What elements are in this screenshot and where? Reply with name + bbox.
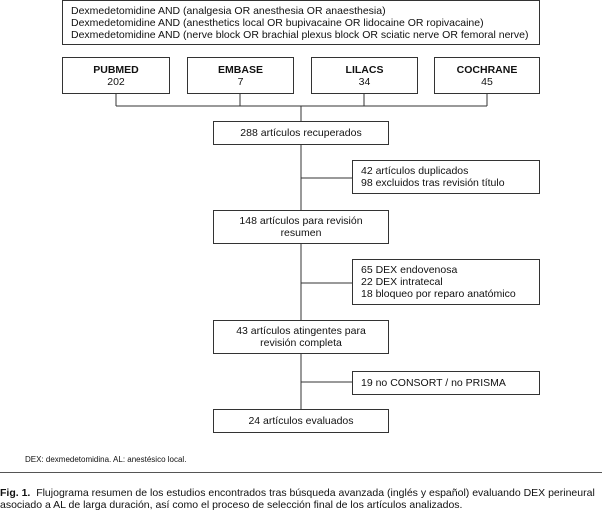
db-name: LILACS <box>345 63 384 76</box>
footnote: DEX: dexmedetomidina. AL: anestésico loc… <box>25 455 187 464</box>
db-name: COCHRANE <box>456 63 518 76</box>
search-terms-box: Dexmedetomidine AND (analgesia OR anesth… <box>62 0 540 45</box>
db-count: 34 <box>358 75 371 88</box>
db-name: EMBASE <box>218 63 263 76</box>
step-evaluated: 24 artículos evaluados <box>213 409 389 433</box>
exclusion-text: 19 no CONSORT / no PRISMA <box>361 377 506 389</box>
exclusion-box-3: 19 no CONSORT / no PRISMA <box>352 371 540 395</box>
exclusion-text: 18 bloqueo por reparo anatómico <box>361 288 516 300</box>
db-name: PUBMED <box>93 63 139 76</box>
exclusion-text: 65 DEX endovenosa <box>361 264 458 276</box>
caption-label: Fig. 1. <box>0 487 31 499</box>
figure-caption: Fig. 1. Flujograma resumen de los estudi… <box>0 487 600 511</box>
search-term: Dexmedetomidine AND (nerve block OR brac… <box>71 28 529 41</box>
db-count: 7 <box>237 75 244 88</box>
step-text: 43 artículos atingentes para <box>236 325 366 337</box>
exclusion-text: 98 excluidos tras revisión título <box>361 177 505 189</box>
db-count: 202 <box>107 75 125 88</box>
step-text: 288 artículos recuperados <box>240 127 362 139</box>
step-text: resumen <box>280 227 322 239</box>
step-text: 148 artículos para revisión <box>239 215 363 227</box>
divider <box>0 472 602 473</box>
step-retrieved: 288 artículos recuperados <box>213 121 389 145</box>
exclusion-text: 22 DEX intratecal <box>361 276 443 288</box>
caption-text: Flujograma resumen de los estudios encon… <box>0 487 595 511</box>
exclusion-text: 42 artículos duplicados <box>361 165 469 177</box>
db-count: 45 <box>481 75 493 88</box>
search-term: Dexmedetomidine AND (analgesia OR anesth… <box>71 4 386 17</box>
step-text: revisión completa <box>260 337 342 349</box>
search-term: Dexmedetomidine AND (anesthetics local O… <box>71 16 484 29</box>
step-text: 24 artículos evaluados <box>248 415 354 427</box>
